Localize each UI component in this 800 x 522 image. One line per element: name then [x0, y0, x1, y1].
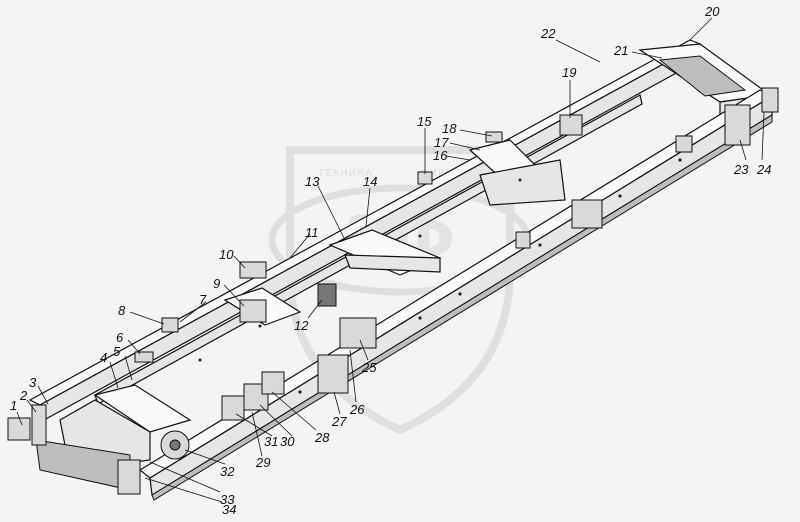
callout-21: 21 — [613, 43, 628, 58]
bracket-10 — [239, 261, 267, 279]
callout-32: 32 — [220, 464, 235, 479]
callout-34: 34 — [222, 502, 236, 517]
callout-31: 31 — [264, 434, 278, 449]
rear-bracket-24 — [761, 87, 779, 113]
leader-lines — [16, 17, 765, 503]
callout-28: 28 — [314, 430, 330, 445]
callout-30: 30 — [280, 434, 295, 449]
callout-22: 22 — [540, 26, 556, 41]
bracket-28 — [261, 371, 285, 395]
bracket-6 — [134, 351, 154, 363]
callout-33: 33 — [220, 492, 235, 507]
callout-29: 29 — [255, 455, 270, 470]
callout-11: 11 — [305, 225, 319, 240]
callout-9: 9 — [213, 276, 220, 291]
callout-10: 10 — [219, 247, 234, 262]
spring-bracket-27 — [317, 354, 349, 394]
front-bracket-left — [31, 404, 47, 446]
cross-members — [35, 43, 772, 491]
callout-25: 25 — [361, 360, 377, 375]
callout-26: 26 — [349, 402, 365, 417]
bracket-rear-right — [675, 135, 693, 153]
callout-13: 13 — [305, 174, 320, 189]
tow-hook-left — [7, 417, 31, 441]
callout-12: 12 — [294, 318, 309, 333]
callout-19: 19 — [562, 65, 576, 80]
bracket-9 — [239, 299, 267, 323]
bracket-19 — [559, 114, 583, 136]
callout-17: 17 — [434, 135, 449, 150]
callout-16: 16 — [433, 148, 448, 163]
callout-labels: 1 2 3 4 5 6 7 8 9 10 11 12 13 14 15 16 1… — [10, 4, 771, 517]
callout-18: 18 — [442, 121, 457, 136]
bracket-12 — [317, 283, 337, 307]
bracket-mid-right — [515, 231, 531, 249]
bracket-8 — [161, 317, 179, 333]
callout-8: 8 — [118, 303, 126, 318]
spring-bracket-rear — [571, 199, 603, 229]
front-cross-member — [93, 384, 192, 433]
callout-15: 15 — [417, 114, 432, 129]
watermark-brand-text: ТЕХНИКА — [317, 168, 373, 179]
callout-3: 3 — [29, 375, 37, 390]
bracket-31 — [221, 395, 245, 421]
callout-14: 14 — [363, 174, 377, 189]
callout-4: 4 — [100, 350, 107, 365]
spring-bracket-middle — [339, 317, 377, 349]
rear-spring-shackle — [724, 104, 751, 146]
callout-24: 24 — [756, 162, 771, 177]
rear-gusset — [658, 55, 747, 97]
callout-5: 5 — [113, 344, 121, 359]
callout-20: 20 — [704, 4, 720, 19]
callout-1: 1 — [10, 398, 17, 413]
callout-23: 23 — [733, 162, 749, 177]
tow-hook-right — [117, 459, 141, 495]
callout-27: 27 — [331, 414, 347, 429]
watermark-brand-text-2: ФИРМА — [420, 168, 463, 179]
callout-2: 2 — [19, 388, 28, 403]
callout-6: 6 — [116, 330, 124, 345]
bracket-18 — [485, 131, 503, 143]
callout-7: 7 — [199, 292, 207, 307]
components — [7, 87, 779, 495]
